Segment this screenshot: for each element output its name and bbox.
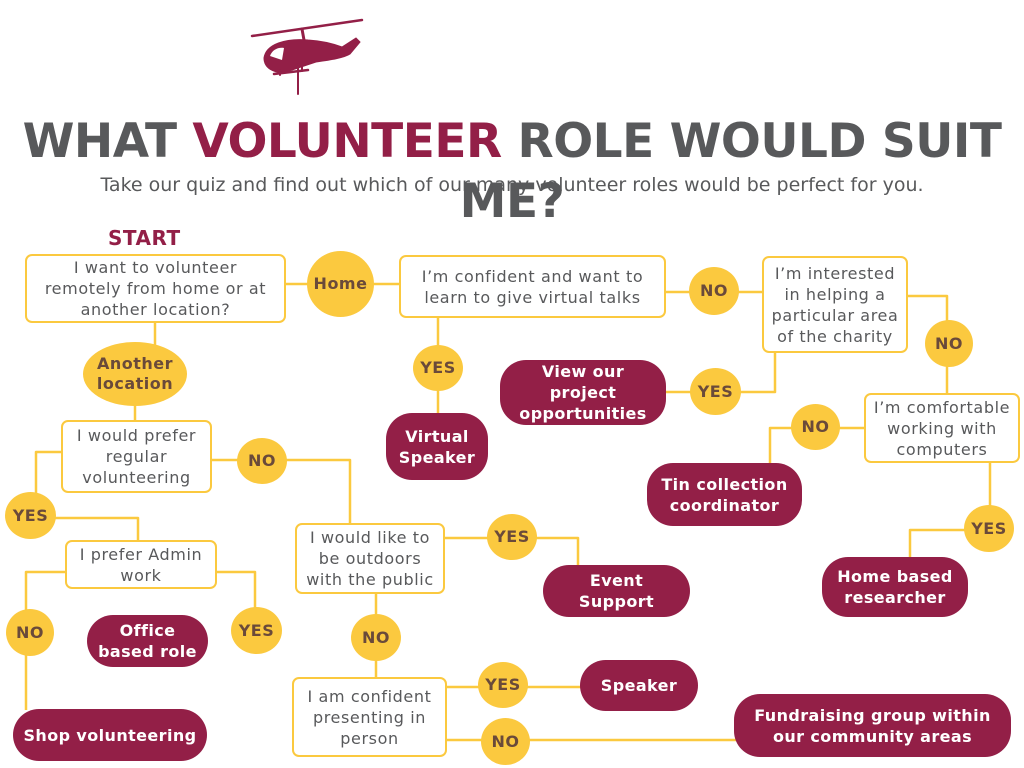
page-title: WHAT VOLUNTEER ROLE WOULD SUIT ME? [0,112,1024,232]
connector-computers-yes [908,462,992,560]
role-speaker: Speaker [580,660,698,711]
answer-no-area: NO [925,320,973,367]
question-particular-area: I’m interested in helping a particular a… [762,256,908,353]
question-remote: I want to volunteer remotely from home o… [25,254,286,323]
role-home-researcher: Home based researcher [822,557,968,617]
answer-no-computers: NO [791,404,840,450]
answer-yes-area: YES [690,368,741,415]
answer-yes-outdoors: YES [487,514,537,560]
role-project-opportunities: View our project opportunities [500,360,666,425]
title-before: WHAT [22,114,193,169]
question-regular: I would prefer regular volunteering [61,420,212,493]
question-outdoors: I would like to be outdoors with the pub… [295,523,445,594]
role-shop-volunteering: Shop volunteering [13,709,207,761]
start-label: START [108,226,181,250]
answer-no-virtual: NO [689,267,739,315]
question-computers: I’m comfortable working with computers [864,393,1020,463]
connector-admin-no [24,570,66,710]
answer-yes-computers: YES [964,505,1014,552]
connector-admin-yes [216,570,257,612]
role-virtual-speaker: Virtual Speaker [386,413,488,480]
question-presenting: I am confident presenting in person [292,677,447,757]
helicopter-icon [250,18,364,95]
question-virtual-talks: I’m confident and want to learn to give … [399,255,666,318]
answer-yes-virtual: YES [413,345,463,391]
answer-another-location: Another location [83,342,187,406]
answer-yes-admin: YES [231,607,282,654]
answer-no-outdoors: NO [351,614,401,661]
answer-yes-regular: YES [5,492,56,539]
role-office-based: Office based role [87,615,208,667]
question-admin: I prefer Admin work [65,540,217,589]
answer-home: Home [307,251,374,317]
role-tin-collection: Tin collection coordinator [647,463,802,526]
title-after: ROLE WOULD SUIT ME? [459,114,1002,229]
title-highlight: VOLUNTEER [192,114,502,169]
role-event-support: Event Support [543,565,690,617]
answer-no-regular: NO [237,438,287,484]
answer-yes-presenting: YES [478,662,528,708]
answer-no-presenting: NO [481,718,530,765]
page-subtitle: Take our quiz and find out which of our … [100,174,924,196]
role-fundraising-group: Fundraising group within our community a… [734,694,1011,757]
answer-no-admin: NO [6,609,54,656]
